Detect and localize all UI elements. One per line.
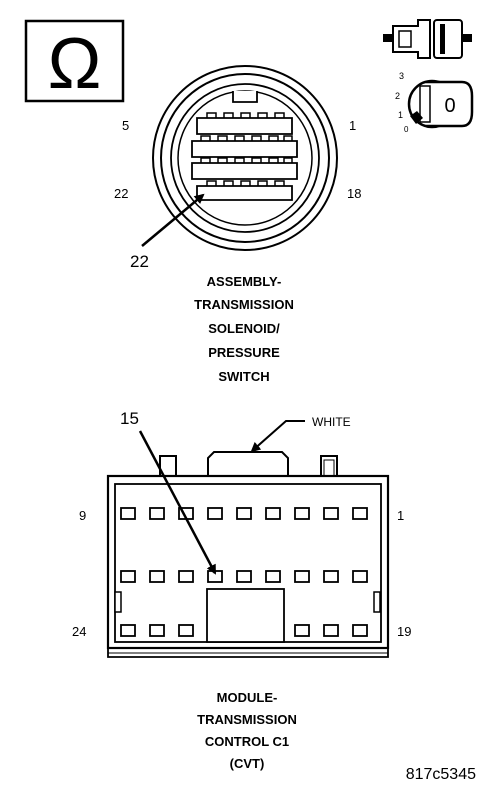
module-pin-9-label: 9 <box>79 508 86 523</box>
module-connector-face <box>106 451 390 658</box>
solenoid-pin-5-label: 5 <box>122 118 129 133</box>
solenoid-caption-line-5: SWITCH <box>218 369 269 384</box>
module-cavity-row-1 <box>120 507 368 520</box>
solenoid-caption-line-1: ASSEMBLY- <box>207 274 282 289</box>
disconnected-connector-icon <box>383 19 472 59</box>
solenoid-connector-face <box>152 65 338 251</box>
solenoid-callout-number: 22 <box>130 252 149 271</box>
solenoid-caption-line-2: TRANSMISSION <box>194 297 294 312</box>
key-position-3: 3 <box>399 71 404 81</box>
color-callout-arrow <box>250 420 305 453</box>
solenoid-cavity-row-2 <box>191 135 298 158</box>
connector-color-label: WHITE <box>312 415 351 429</box>
solenoid-caption-line-3: SOLENOID/ <box>208 321 280 336</box>
module-cavity-row-2 <box>120 570 368 583</box>
ohmmeter-symbol-box: Ω <box>24 19 125 104</box>
key-position-0: 0 <box>404 125 409 134</box>
key-label: 0 <box>444 95 455 117</box>
solenoid-cavity-row-3 <box>191 157 298 180</box>
solenoid-pin-1-label: 1 <box>349 118 356 133</box>
module-connector-caption: MODULE- TRANSMISSION CONTROL C1 (CVT) <box>197 690 297 771</box>
module-caption-line-3: CONTROL C1 <box>205 734 289 749</box>
module-caption-line-2: TRANSMISSION <box>197 712 297 727</box>
key-position-1: 1 <box>398 110 403 120</box>
module-callout-arrow <box>138 430 217 575</box>
solenoid-cavity-row-1 <box>196 112 293 135</box>
module-callout-number: 15 <box>120 409 139 428</box>
solenoid-callout-arrow <box>141 193 205 247</box>
module-cavity-row-3 <box>120 624 368 637</box>
solenoid-pin-18-label: 18 <box>347 186 361 201</box>
solenoid-connector-caption: ASSEMBLY- TRANSMISSION SOLENOID/ PRESSUR… <box>194 274 294 384</box>
module-pin-24-label: 24 <box>72 624 86 639</box>
key-position-2: 2 <box>395 91 400 101</box>
ohm-icon: Ω <box>48 24 102 104</box>
solenoid-caption-line-4: PRESSURE <box>208 345 280 360</box>
module-caption-line-4: (CVT) <box>230 756 265 771</box>
solenoid-pin-22-label: 22 <box>114 186 128 201</box>
ignition-key-off-icon: 3 2 1 0 0 <box>395 71 474 134</box>
module-pin-19-label: 19 <box>397 624 411 639</box>
module-pin-1-label: 1 <box>397 508 404 523</box>
module-caption-line-1: MODULE- <box>217 690 278 705</box>
figure-id: 817c5345 <box>406 766 476 783</box>
